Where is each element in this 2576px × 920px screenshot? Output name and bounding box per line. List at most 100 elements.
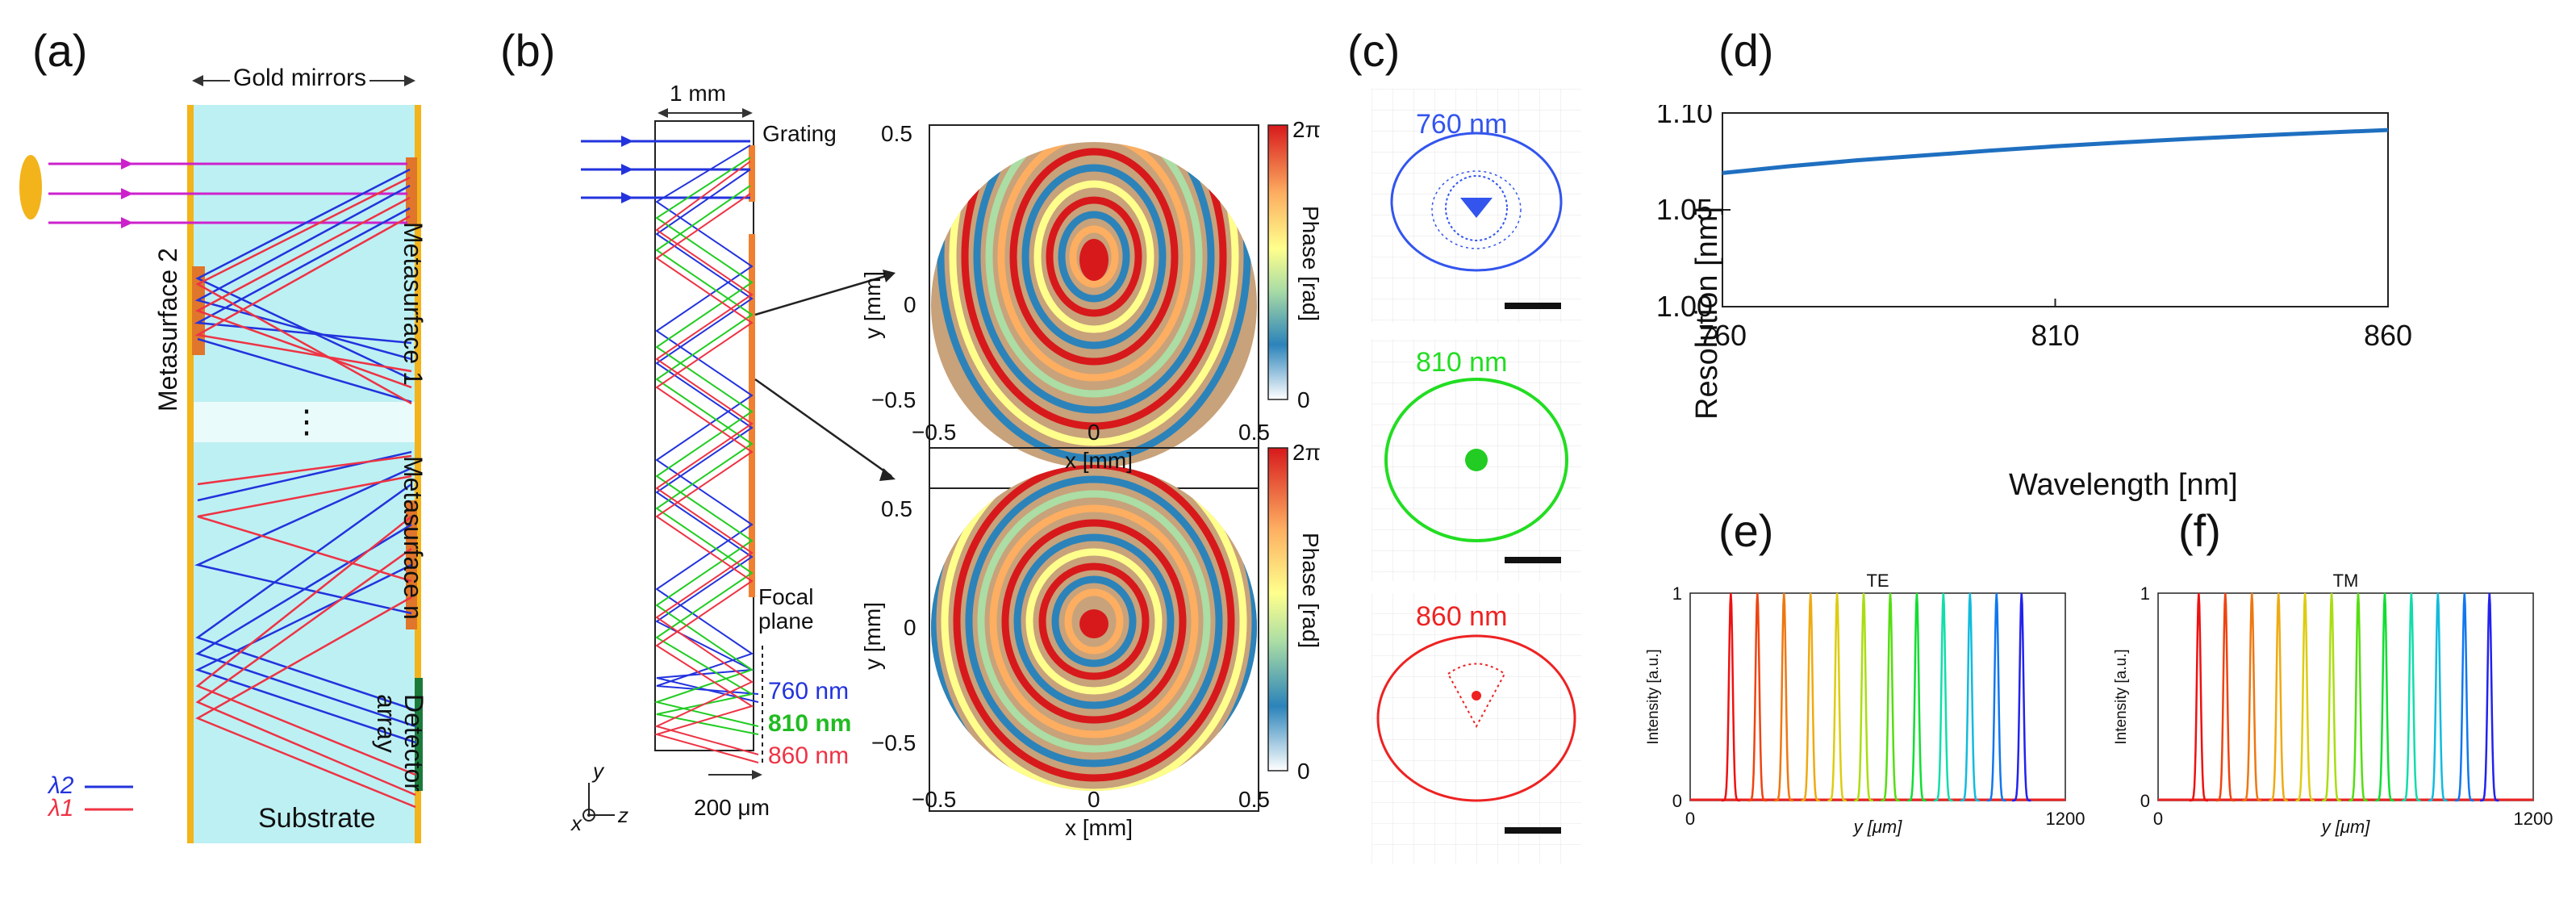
spot-860 xyxy=(1372,593,1581,864)
metasurface-b-mark xyxy=(749,234,755,597)
tm-peak xyxy=(2215,592,2235,802)
d-xtick-label: 860 xyxy=(2364,319,2412,352)
lower-cbar-label: Phase [rad] xyxy=(1298,533,1323,649)
d-ytick-label: 1.05 xyxy=(1656,193,1713,226)
te-ylabel: Intensity [a.u.] xyxy=(1645,649,1662,744)
tm-peak xyxy=(2348,592,2368,802)
axis-x-label: x xyxy=(571,811,582,835)
tm-peak xyxy=(2295,592,2315,802)
te-ytick-top: 1 xyxy=(1672,583,1682,604)
wavelength-760-label: 760 nm xyxy=(768,678,850,705)
right-gold-mirror xyxy=(415,105,421,843)
te-peak xyxy=(1881,592,1900,802)
arrow-to-lower-map xyxy=(754,378,892,478)
panel-a: Gold mirrors Metasurface 1 Metasurface 2… xyxy=(0,0,484,916)
d-xtick-label: 760 xyxy=(1698,319,1747,352)
lower-ylabel: y [mm] xyxy=(860,602,885,670)
tm-xtick-right: 1200 xyxy=(2514,809,2553,829)
upper-ylabel: y [mm] xyxy=(860,271,885,339)
tm-peak xyxy=(2242,592,2261,802)
resolution-chart: 760 810 860 1.10 1.05 1.00 xyxy=(1656,96,2412,352)
tm-peak xyxy=(2455,592,2474,802)
lower-ytick-bot: −0.5 xyxy=(871,730,916,755)
spot-760 xyxy=(1372,89,1581,323)
lower-xlabel: x [mm] xyxy=(1065,815,1133,840)
substrate-label: Substrate xyxy=(258,803,376,834)
detector-array-bar xyxy=(415,678,423,791)
phase-map-lower xyxy=(929,447,1288,812)
scale-1mm-label: 1 mm xyxy=(670,81,726,106)
te-peak xyxy=(1827,592,1847,802)
tm-peak xyxy=(2375,592,2394,802)
substrate-gap xyxy=(192,402,416,442)
axis-y-label: y xyxy=(593,759,603,783)
tm-peak xyxy=(2189,592,2209,802)
lambda1-legend-label: λ1 xyxy=(48,795,74,822)
tm-peak xyxy=(2428,592,2448,802)
te-plot-frame xyxy=(1689,592,2066,801)
upper-cbar-label: Phase [rad] xyxy=(1298,206,1323,322)
upper-ytick-mid: 0 xyxy=(904,292,916,317)
input-lens xyxy=(19,155,42,220)
tm-peak xyxy=(2269,592,2288,802)
panel-label-d: (d) xyxy=(1718,25,1774,76)
wavelength-860-label: 860 nm xyxy=(768,742,850,769)
lower-ytick-mid: 0 xyxy=(904,615,916,640)
metasurface-1-label: Metasurface 1 xyxy=(399,222,428,386)
d-plot-frame xyxy=(1722,112,2389,307)
upper-cbar-bottom: 0 xyxy=(1297,387,1310,412)
axis-z-label: z xyxy=(618,803,628,827)
tm-plot-frame xyxy=(2157,592,2534,801)
focal-plane-label: Focal plane xyxy=(758,584,814,634)
input-beams xyxy=(48,158,407,228)
te-peak xyxy=(1747,592,1767,802)
tm-ylabel: Intensity [a.u.] xyxy=(2113,649,2130,744)
left-gold-mirror xyxy=(187,105,194,843)
spot-810 xyxy=(1372,339,1581,581)
lower-xtick-mid: 0 xyxy=(1088,787,1100,812)
ray-bundle xyxy=(653,144,759,763)
te-ytick-bottom: 0 xyxy=(1672,791,1682,811)
te-xtick-left: 0 xyxy=(1685,809,1695,829)
phase-map-upper xyxy=(929,124,1288,489)
te-peak xyxy=(2012,592,2031,802)
panel-a-diagram xyxy=(19,75,423,843)
upper-xtick-right: 0.5 xyxy=(1238,420,1270,445)
te-peak xyxy=(1774,592,1793,802)
detector-array-label: Detector array xyxy=(372,694,428,792)
panel-label-c: (c) xyxy=(1347,25,1401,76)
spot-760-label: 760 nm xyxy=(1416,109,1508,140)
d-ytick-label: 1.00 xyxy=(1656,290,1713,323)
d-xtick-label: 810 xyxy=(2031,319,2079,352)
tm-title: TM xyxy=(2333,571,2359,591)
te-peak xyxy=(1987,592,2006,802)
panel-label-b: (b) xyxy=(500,25,556,76)
te-title: TE xyxy=(1866,571,1889,591)
tm-xtick-left: 0 xyxy=(2153,809,2163,829)
panel-label-f: (f) xyxy=(2178,505,2221,556)
tm-peak xyxy=(2322,592,2341,802)
spot-860-label: 860 nm xyxy=(1416,601,1508,632)
arrow-to-upper-map xyxy=(754,273,892,316)
lambda2-rays xyxy=(194,168,416,744)
panel-b: 1 mm Grating Focal plane 760 nm 810 nm 8… xyxy=(565,0,1372,916)
d-ytick-label: 1.10 xyxy=(1656,105,1713,129)
upper-ytick-bot: −0.5 xyxy=(871,387,916,412)
tm-ytick-bottom: 0 xyxy=(2140,791,2150,811)
upper-ytick-top: 0.5 xyxy=(881,121,912,146)
lambda1-rays xyxy=(194,176,416,809)
lower-ytick-top: 0.5 xyxy=(881,496,912,521)
metasurface-2-label: Metasurface 2 xyxy=(153,248,182,412)
upper-xlabel: x [mm] xyxy=(1065,448,1133,473)
d-ylabel: Resolution [nm] xyxy=(1690,206,1724,420)
te-peak xyxy=(1934,592,1953,802)
panel-label-a: (a) xyxy=(32,25,88,76)
grating-mark xyxy=(749,145,755,202)
d-series-line xyxy=(1722,128,2389,175)
te-peak xyxy=(1960,592,1980,802)
te-xlabel: y [μm] xyxy=(1852,817,1903,837)
substrate-block xyxy=(192,105,416,843)
